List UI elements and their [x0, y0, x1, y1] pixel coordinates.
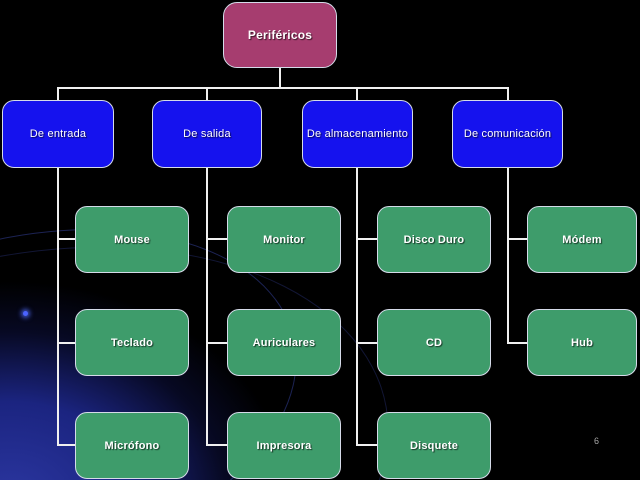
node-impresora: Impresora — [227, 412, 341, 479]
connector-line — [356, 238, 378, 240]
connector-line — [57, 87, 59, 100]
connector-line — [206, 238, 228, 240]
node-de-almacenamiento: De almacenamiento — [302, 100, 413, 168]
connector-line — [57, 342, 76, 344]
connector-line — [206, 87, 208, 100]
node-disquete: Disquete — [377, 412, 491, 479]
connector-line — [57, 87, 509, 89]
connector-line — [206, 444, 228, 446]
node-modem: Módem — [527, 206, 637, 273]
connector-line — [206, 342, 228, 344]
node-teclado: Teclado — [75, 309, 189, 376]
connector-line — [356, 168, 358, 446]
node-perifericos: Periféricos — [223, 2, 337, 68]
connector-line — [57, 168, 59, 446]
connector-line — [57, 238, 76, 240]
connector-line — [356, 444, 378, 446]
node-monitor: Monitor — [227, 206, 341, 273]
node-de-salida: De salida — [152, 100, 262, 168]
connector-line — [57, 444, 76, 446]
connector-line — [279, 68, 281, 87]
connector-line — [507, 168, 509, 344]
connector-line — [356, 87, 358, 100]
glow-dot — [23, 311, 28, 316]
node-de-entrada: De entrada — [2, 100, 114, 168]
node-auriculares: Auriculares — [227, 309, 341, 376]
connector-line — [356, 342, 378, 344]
connector-line — [507, 87, 509, 100]
page-number: 6 — [594, 436, 600, 446]
node-microfono: Micrófono — [75, 412, 189, 479]
node-hub: Hub — [527, 309, 637, 376]
connector-line — [507, 238, 528, 240]
node-cd: CD — [377, 309, 491, 376]
connector-line — [507, 342, 528, 344]
node-disco-duro: Disco Duro — [377, 206, 491, 273]
connector-line — [206, 168, 208, 446]
node-mouse: Mouse — [75, 206, 189, 273]
node-de-comunicacion: De comunicación — [452, 100, 563, 168]
